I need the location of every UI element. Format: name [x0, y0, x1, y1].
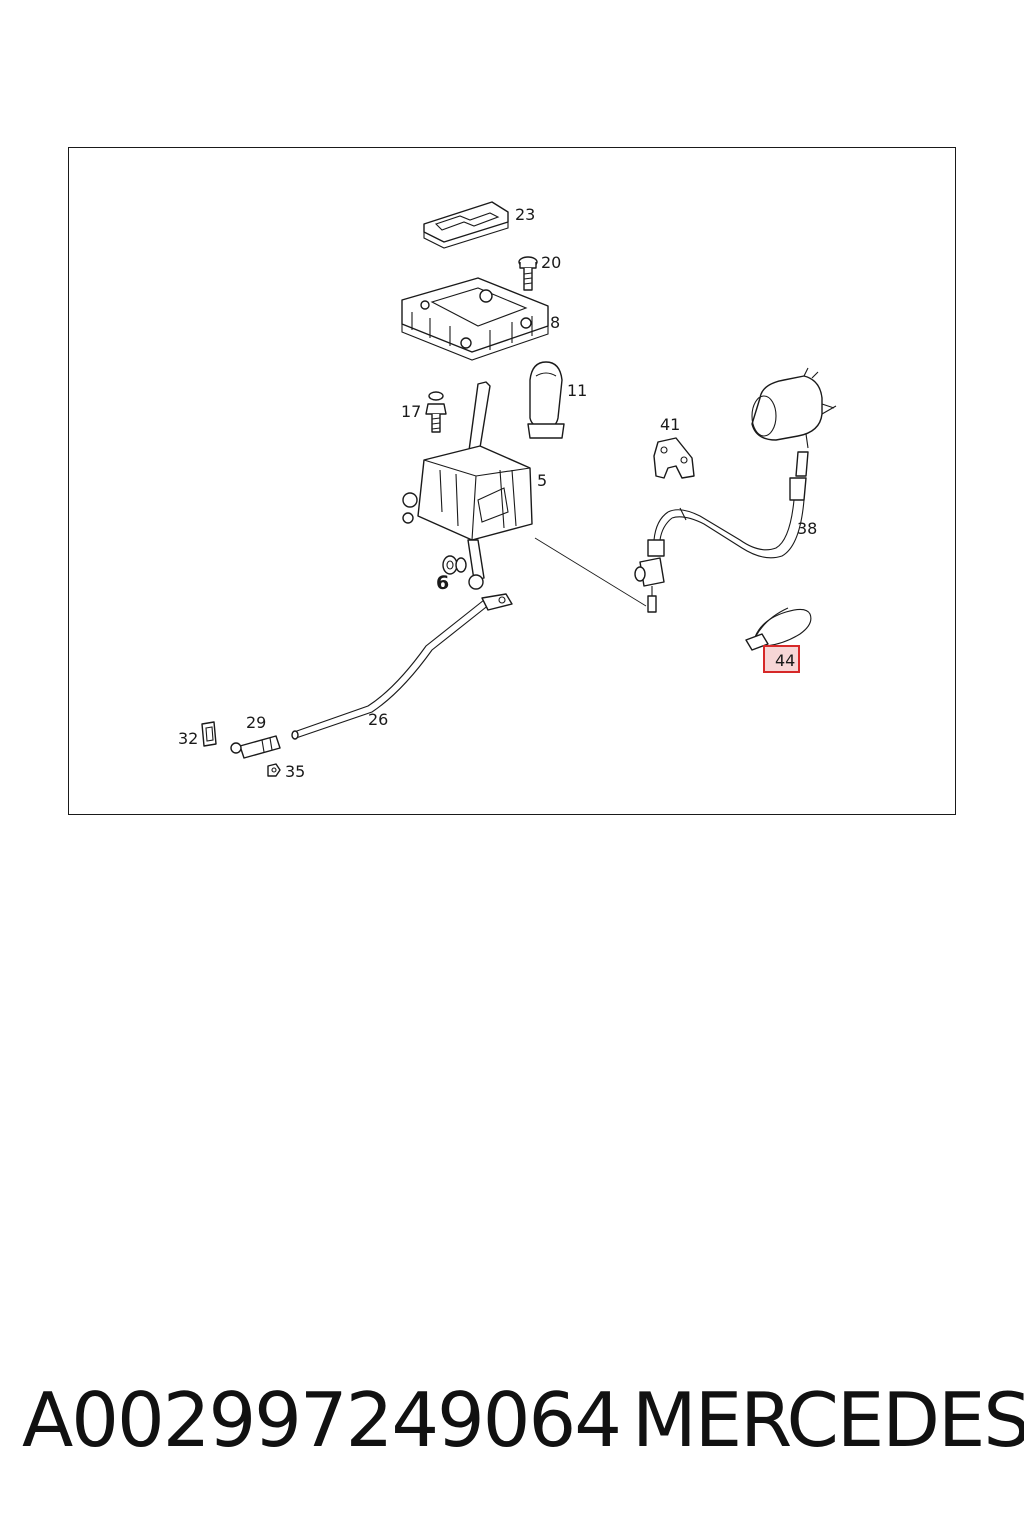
highlight-box [763, 645, 800, 673]
callout-26: 26 [368, 710, 388, 729]
part-26-selector-rod[interactable] [291, 593, 513, 740]
callout-11: 11 [567, 381, 587, 400]
part-44-cable-tie[interactable] [745, 607, 812, 651]
footer-caption: A002997249064 MERCEDES [0, 1370, 1024, 1480]
part-41-bracket[interactable] [653, 437, 695, 479]
callout-20: 20 [541, 253, 561, 272]
part-32-clip[interactable] [201, 721, 217, 747]
part-5-shift-mechanism[interactable] [402, 381, 533, 590]
part-23-cover-plate[interactable] [423, 201, 509, 249]
leader-line [534, 537, 647, 607]
part-17-bolt[interactable] [425, 391, 447, 433]
callout-8: 8 [550, 313, 560, 332]
callout-23: 23 [515, 205, 535, 224]
part-11-shift-knob[interactable] [527, 361, 565, 439]
brand-name: MERCEDES [632, 1376, 1024, 1464]
part-6-bushing[interactable] [442, 555, 467, 575]
part-29-lever[interactable] [230, 735, 281, 759]
callout-35: 35 [285, 762, 305, 781]
callout-38: 38 [797, 519, 817, 538]
part-38-cable[interactable] [634, 367, 837, 613]
part-35-nut[interactable] [267, 763, 281, 777]
part-20-screw[interactable] [518, 256, 538, 291]
callout-6: 6 [436, 572, 449, 594]
callout-5: 5 [537, 471, 547, 490]
part-number: A002997249064 [22, 1376, 622, 1464]
callout-44: 44 [775, 651, 795, 670]
part-8-frame[interactable] [401, 277, 549, 361]
callout-32: 32 [178, 729, 198, 748]
callout-41: 41 [660, 415, 680, 434]
callout-29: 29 [246, 713, 266, 732]
callout-17: 17 [401, 402, 421, 421]
